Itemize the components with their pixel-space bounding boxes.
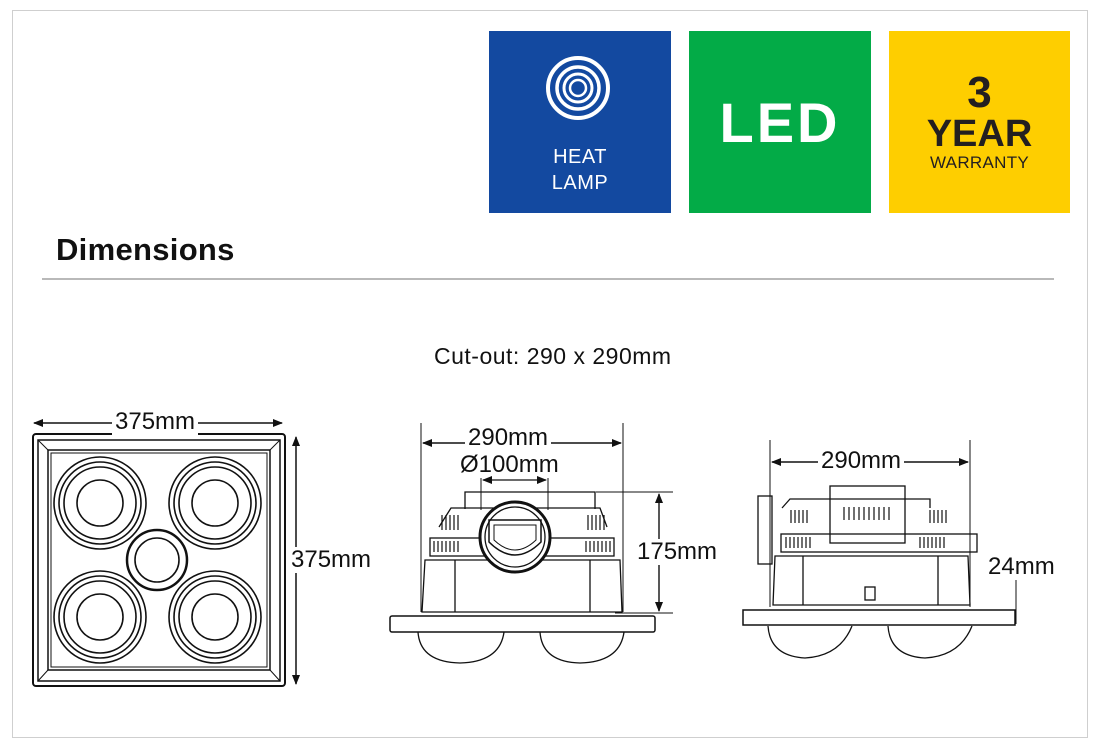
- side-width-label: 290mm: [465, 425, 552, 451]
- trim-depth-label: 24mm: [985, 554, 1058, 580]
- warranty-years: 3: [967, 68, 992, 117]
- warranty-badge: 3 YEAR WARRANTY: [889, 31, 1070, 213]
- lamp-label: LAMP: [551, 172, 609, 194]
- section-title: Dimensions: [56, 232, 235, 267]
- profile-view-drawing: [742, 440, 1017, 659]
- front-view-drawing: [32, 419, 300, 687]
- cutout-label: Cut-out: 290 x 290mm: [434, 343, 672, 369]
- front-width-label: 375mm: [112, 409, 199, 435]
- concentric-circles-heat-icon: [546, 56, 610, 120]
- warranty-label: WARRANTY: [929, 153, 1030, 172]
- warranty-year-label: YEAR: [926, 113, 1033, 155]
- side-height-label: 175mm: [634, 539, 721, 565]
- led-label: LED: [719, 91, 841, 154]
- side-view-drawing: [389, 423, 673, 664]
- section-divider: [42, 278, 1054, 280]
- led-badge: LED: [689, 31, 871, 213]
- profile-width-label: 290mm: [818, 448, 905, 474]
- front-height-label: 375mm: [288, 547, 375, 573]
- heat-lamp-badge: HEAT LAMP: [489, 31, 671, 213]
- heat-label: HEAT: [553, 146, 607, 168]
- page-frame: [12, 10, 1088, 738]
- duct-diameter-label: Ø100mm: [460, 451, 559, 478]
